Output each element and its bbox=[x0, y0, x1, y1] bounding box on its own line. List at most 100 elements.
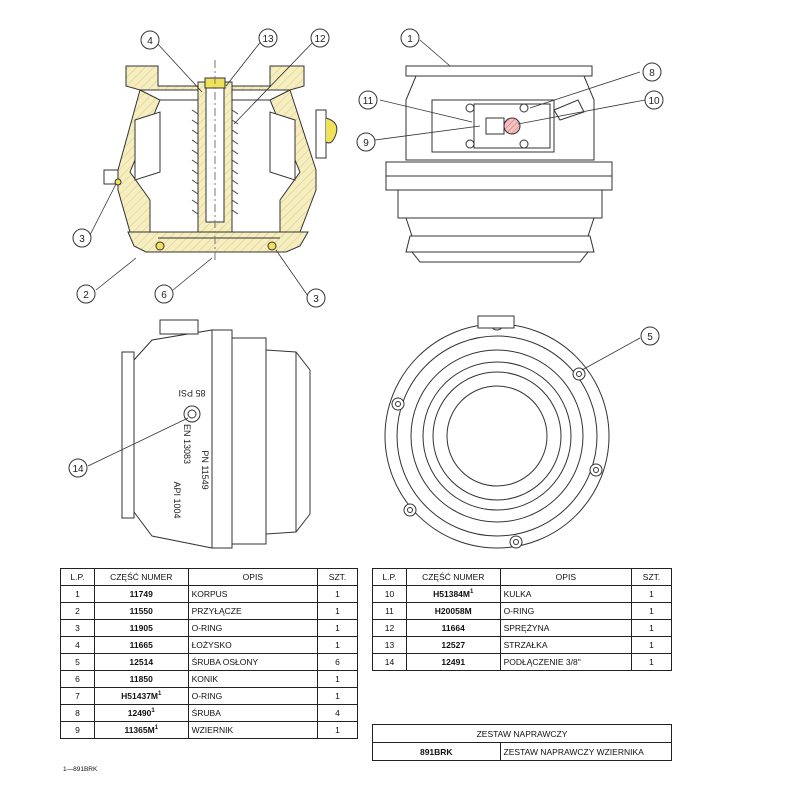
cell-part-number: H51384M1 bbox=[405, 585, 501, 603]
cell-part-number: 11850 bbox=[93, 670, 189, 688]
cell-quantity: 1 bbox=[631, 585, 672, 603]
callout-2: 2 bbox=[76, 284, 96, 304]
cell-part-number-text: 11850 bbox=[129, 674, 153, 684]
cell-part-number: 11749 bbox=[93, 585, 189, 603]
svg-text:13: 13 bbox=[262, 34, 274, 45]
cell-description-text: KULKA bbox=[503, 589, 532, 599]
repair-kit-table: ZESTAW NAPRAWCZY 891BRK ZESTAW NAPRAWCZY… bbox=[372, 724, 673, 761]
cell-description-text: KONIK bbox=[191, 674, 219, 684]
cell-part-number: 12527 bbox=[405, 636, 501, 654]
cell-lp-text: 14 bbox=[384, 657, 395, 667]
cell-part-number-text: 11749 bbox=[129, 589, 153, 599]
cell-quantity-text: 1 bbox=[335, 691, 340, 701]
callout-11: 11 bbox=[358, 90, 378, 110]
cell-description: ŚRUBA OSŁONY bbox=[187, 653, 319, 671]
svg-text:3: 3 bbox=[79, 234, 85, 245]
callout-13: 13 bbox=[258, 28, 278, 48]
callout-10: 10 bbox=[644, 90, 664, 110]
cell-quantity-text: 1 bbox=[335, 725, 340, 735]
cell-quantity-text: 6 bbox=[335, 657, 340, 667]
document-code: 1—891BRK bbox=[63, 766, 98, 773]
callout-12: 12 bbox=[310, 28, 330, 48]
cell-part-number: 124901 bbox=[93, 704, 189, 722]
cell-lp: 7 bbox=[60, 687, 95, 705]
cell-quantity: 4 bbox=[317, 704, 358, 722]
table-row: 1 11749 KORPUS 1 bbox=[60, 585, 358, 603]
cell-description-text: ŁOŻYSKO bbox=[191, 640, 232, 650]
header-part: CZĘŚĆ NUMER bbox=[93, 568, 189, 586]
cell-quantity: 1 bbox=[317, 721, 358, 739]
cell-part-number-text: 11664 bbox=[441, 623, 465, 633]
cell-lp: 3 bbox=[60, 619, 95, 637]
cell-part-number-text: 11905 bbox=[129, 623, 153, 633]
cell-description-text: O-RING bbox=[191, 691, 223, 701]
section-view bbox=[103, 60, 338, 260]
marking-pn: PN 11549 bbox=[200, 450, 210, 489]
header-qty: SZT. bbox=[317, 568, 358, 586]
bottom-view bbox=[384, 315, 610, 549]
cell-lp-text: 10 bbox=[384, 589, 395, 599]
header-lp: L.P. bbox=[372, 568, 407, 586]
svg-text:6: 6 bbox=[161, 290, 167, 301]
cell-lp: 11 bbox=[372, 602, 407, 620]
kit-title: ZESTAW NAPRAWCZY bbox=[372, 724, 672, 743]
cell-quantity-text: 4 bbox=[335, 708, 340, 718]
svg-text:2: 2 bbox=[83, 290, 89, 301]
cell-lp-text: 8 bbox=[75, 708, 80, 718]
cell-quantity-text: 1 bbox=[335, 589, 340, 599]
cell-lp-text: 6 bbox=[75, 674, 80, 684]
cell-description: O-RING bbox=[187, 687, 319, 705]
footnote-mark: 1 bbox=[154, 725, 159, 732]
table-header-row: L.P. CZĘŚĆ NUMER OPIS SZT. bbox=[60, 568, 358, 586]
cell-description-text: O-RING bbox=[503, 606, 535, 616]
svg-text:10: 10 bbox=[648, 96, 660, 107]
cell-lp: 10 bbox=[372, 585, 407, 603]
svg-text:9: 9 bbox=[363, 138, 369, 149]
footnote-mark: 1 bbox=[469, 589, 474, 596]
cell-lp-text: 1 bbox=[75, 589, 80, 599]
side-view bbox=[121, 319, 311, 549]
cell-lp: 8 bbox=[60, 704, 95, 722]
svg-text:1: 1 bbox=[407, 34, 413, 45]
cell-lp-text: 9 bbox=[75, 725, 80, 735]
cell-part-number: 11905 bbox=[93, 619, 189, 637]
cell-lp: 14 bbox=[372, 653, 407, 671]
front-view bbox=[385, 65, 613, 263]
cell-quantity: 1 bbox=[631, 636, 672, 654]
cell-lp: 13 bbox=[372, 636, 407, 654]
callout-bubbles: 4 13 12 3 2 6 3 1 8 10 11 9 14 5 bbox=[68, 28, 664, 478]
cell-description: KONIK bbox=[187, 670, 319, 688]
cell-lp-text: 7 bbox=[75, 691, 80, 701]
cell-part-number-text: H51437M bbox=[121, 691, 158, 701]
marking-api: API 1004 bbox=[172, 481, 182, 518]
cell-description-text: ŚRUBA bbox=[191, 708, 221, 718]
svg-text:12: 12 bbox=[314, 34, 326, 45]
svg-text:14: 14 bbox=[72, 464, 84, 475]
cell-quantity: 6 bbox=[317, 653, 358, 671]
marking-pressure: 85 PSI bbox=[178, 388, 205, 398]
header-lp: L.P. bbox=[60, 568, 95, 586]
cell-quantity-text: 1 bbox=[649, 589, 654, 599]
callout-14: 14 bbox=[68, 458, 88, 478]
cell-part-number-text: H51384M bbox=[433, 589, 470, 599]
header-desc: OPIS bbox=[499, 568, 633, 586]
cell-description-text: ŚRUBA OSŁONY bbox=[191, 657, 259, 667]
table-header-row: L.P. CZĘŚĆ NUMER OPIS SZT. bbox=[372, 568, 672, 586]
cell-description: KORPUS bbox=[187, 585, 319, 603]
cell-description: ŚRUBA bbox=[187, 704, 319, 722]
cell-quantity: 1 bbox=[317, 585, 358, 603]
cell-quantity-text: 1 bbox=[335, 674, 340, 684]
cell-description-text: WZIERNIK bbox=[191, 725, 234, 735]
cell-description: ŁOŻYSKO bbox=[187, 636, 319, 654]
cell-description: SPRĘŻYNA bbox=[499, 619, 633, 637]
